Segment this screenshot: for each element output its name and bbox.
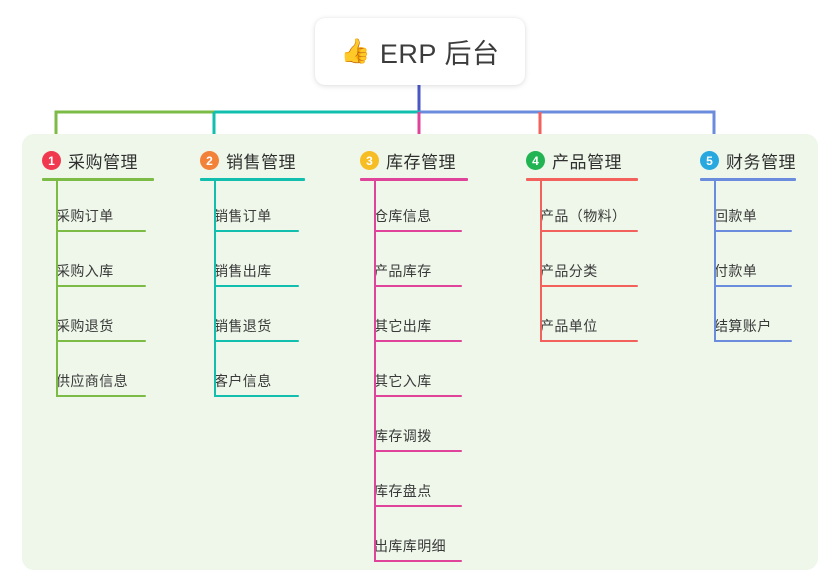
branch-item[interactable]: 客户信息 [214,371,299,397]
branch-item[interactable]: 出库库明细 [374,536,462,562]
branch-header-4[interactable]: 4 产品管理 [526,148,622,173]
branch-item-rule [214,340,299,342]
branch-item-label: 销售出库 [214,263,272,279]
branch-item[interactable]: 采购订单 [56,206,146,232]
branch-item[interactable]: 采购退货 [56,316,146,342]
branch-number-badge: 2 [200,151,219,170]
branch-item-label: 产品库存 [374,263,432,279]
branch-item[interactable]: 库存盘点 [374,481,462,507]
branch-item-label: 产品分类 [540,263,598,279]
branch-item-rule [374,395,462,397]
branch-item[interactable]: 采购入库 [56,261,146,287]
branch-item-label: 采购订单 [56,208,114,224]
branch-item-label: 库存盘点 [374,483,432,499]
branch-item-label: 其它出库 [374,318,432,334]
branch-item-label: 产品（物料） [540,208,627,224]
branch-title: 销售管理 [226,153,296,172]
branch-item-label: 库存调拨 [374,428,432,444]
branch-item-rule [214,230,299,232]
branch-number-badge: 1 [42,151,61,170]
branch-item-rule [374,560,462,562]
branch-title: 库存管理 [386,153,456,172]
branch-item[interactable]: 产品分类 [540,261,638,287]
branch-header-1[interactable]: 1 采购管理 [42,148,138,173]
branch-item-rule [56,395,146,397]
branch-item-rule [374,230,462,232]
branch-item-rule [374,285,462,287]
branch-item-label: 出库库明细 [374,538,446,554]
branch-item-label: 销售退货 [214,318,272,334]
branch-item-rule [374,450,462,452]
branches-panel: 1 采购管理采购订单采购入库采购退货供应商信息 2 销售管理销售订单销售出库销售退货客… [22,134,818,570]
branch-item-label: 付款单 [714,263,758,279]
branch-item-label: 客户信息 [214,373,272,389]
branch-item[interactable]: 仓库信息 [374,206,462,232]
thumbs-up-icon: 👍 [340,37,371,65]
branch-header-rule [42,178,154,181]
branch-item-label: 采购入库 [56,263,114,279]
branch-item-rule [56,230,146,232]
branch-header-3[interactable]: 3 库存管理 [360,148,456,173]
branch-item-label: 产品单位 [540,318,598,334]
branch-spine [214,179,216,397]
branch-item[interactable]: 销售出库 [214,261,299,287]
branch-header-5[interactable]: 5 财务管理 [700,148,796,173]
branch-item-rule [714,285,792,287]
branch-item[interactable]: 销售退货 [214,316,299,342]
root-label: 👍 ERP 后台 [341,32,500,71]
branch-header-rule [360,178,468,181]
branch-header-rule [700,178,796,181]
branch-item-rule [56,340,146,342]
branch-title: 财务管理 [726,153,796,172]
branch-item-rule [56,285,146,287]
branch-spine [56,179,58,397]
branch-item[interactable]: 回款单 [714,206,792,232]
branch-header-rule [526,178,638,181]
branch-spine [540,179,542,342]
branch-item-label: 供应商信息 [56,373,128,389]
branch-number-badge: 4 [526,151,545,170]
branch-item[interactable]: 付款单 [714,261,792,287]
branch-item-label: 其它入库 [374,373,432,389]
branch-item-label: 采购退货 [56,318,114,334]
branch-item-rule [540,285,638,287]
branch-number-badge: 5 [700,151,719,170]
branch-item[interactable]: 产品（物料） [540,206,638,232]
branch-item[interactable]: 销售订单 [214,206,299,232]
branch-item-rule [374,340,462,342]
root-node[interactable]: 👍 ERP 后台 [315,18,525,85]
branch-item-rule [214,395,299,397]
branch-header-2[interactable]: 2 销售管理 [200,148,296,173]
branch-item[interactable]: 产品库存 [374,261,462,287]
branch-item[interactable]: 结算账户 [714,316,792,342]
branch-spine [714,179,716,342]
branch-item-rule [540,340,638,342]
branch-item-rule [714,230,792,232]
branch-item[interactable]: 产品单位 [540,316,638,342]
branch-item-rule [374,505,462,507]
branch-item-label: 回款单 [714,208,758,224]
branch-spine [374,179,376,562]
branch-item-rule [540,230,638,232]
branch-item-label: 销售订单 [214,208,272,224]
root-title: ERP 后台 [379,39,500,69]
branch-item[interactable]: 库存调拨 [374,426,462,452]
branch-title: 采购管理 [68,153,138,172]
branch-item-label: 结算账户 [714,318,772,334]
branch-item[interactable]: 供应商信息 [56,371,146,397]
branch-number-badge: 3 [360,151,379,170]
branch-item-rule [714,340,792,342]
branch-item-label: 仓库信息 [374,208,432,224]
branch-item-rule [214,285,299,287]
branch-item[interactable]: 其它出库 [374,316,462,342]
branch-header-rule [200,178,305,181]
branch-title: 产品管理 [552,153,622,172]
branch-item[interactable]: 其它入库 [374,371,462,397]
